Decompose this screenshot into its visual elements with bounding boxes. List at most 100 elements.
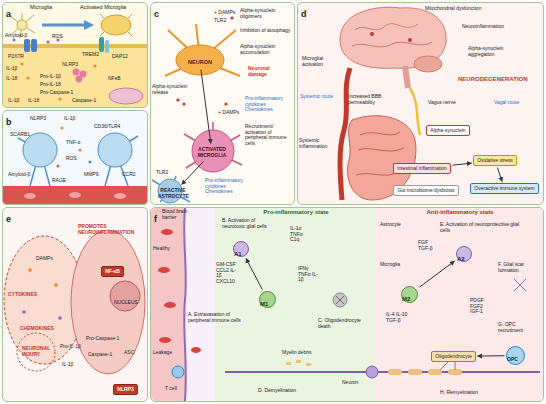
astrocyte-vessel-drawing (89, 161, 92, 164)
blood-brain-barrier-drawing (225, 371, 366, 373)
astrocyte-vessel-drawing (2, 127, 148, 206)
cell-membrane-drawing (2, 44, 148, 48)
annotation-label: IL-1α TNFα C1q (290, 226, 310, 243)
annotation-label: PDGF FGF2 IGF-1 (470, 298, 494, 315)
panel-ground (150, 207, 544, 402)
gut-brain-axis-drawing (352, 24, 432, 47)
cell-injury-drawing (110, 281, 140, 311)
connector-arrow (453, 163, 472, 165)
blood-brain-barrier-drawing (164, 302, 176, 308)
annotation-label: NLRP3 (62, 62, 78, 68)
annotation-label: D. Demyelination (258, 388, 296, 394)
annotation-label: Amyloid-β (8, 172, 30, 178)
annotation-label: Inhibition of autophagy (240, 28, 292, 34)
cell-injury-drawing (17, 333, 55, 371)
cell-injury-drawing (22, 310, 26, 314)
gut-brain-axis-drawing (370, 32, 374, 36)
annotation-label: CCR2 (122, 172, 136, 178)
annotation-label: Astrocyte (380, 222, 401, 228)
region-heading: Anti-inflammatory state (376, 209, 544, 216)
cell-injury-drawing (54, 283, 58, 287)
annotation-label: IL-4 IL-10 TGF-β (386, 312, 408, 323)
cell-membrane-drawing (27, 77, 30, 80)
annotation-label: ASC (124, 350, 134, 356)
annotation-label: SCARB1 (10, 132, 30, 138)
cell-injury-drawing (58, 316, 62, 320)
glial-cell: A2 (456, 246, 472, 262)
annotation-label: FGF TGF-β (418, 240, 440, 251)
cell-label: REACTIVE ASTROCYTE (156, 186, 190, 201)
annotation-label: G. OPC recruitment (498, 322, 540, 333)
cell-membrane-drawing (105, 40, 109, 53)
annotation-label: Vagus nerve (428, 100, 456, 106)
neuron-glia-drawing (165, 24, 240, 76)
microglia-activation-drawing (84, 20, 94, 30)
cell-membrane-drawing (73, 69, 80, 76)
annotation-label: Myelin debris (282, 350, 311, 356)
annotation-label: NUCLEUS (114, 300, 138, 306)
astrocyte-vessel-drawing (23, 133, 57, 167)
process-box: Gut microbiome dysbiosis (393, 185, 459, 196)
annotation-label: Neuronal damage (248, 66, 288, 77)
cell-membrane-drawing (109, 88, 143, 104)
annotation-label: Neuroinflammation (462, 24, 504, 30)
annotation-label: DAP12 (112, 54, 128, 60)
cell-membrane-drawing (31, 39, 37, 52)
annotation-label: C. Oligodendrocyte death (318, 318, 362, 329)
annotation-label: Healthy (153, 246, 170, 252)
node-text: NEURON (188, 59, 212, 65)
cell-membrane-drawing (47, 41, 50, 44)
factor-box: NLRP3 (113, 384, 138, 395)
node-text: Gut microbiome dysbiosis (397, 188, 454, 194)
cell-membrane-drawing (13, 39, 16, 42)
annotation-label: GM-CSF CCL2 IL-1β CXCL10 (216, 262, 238, 284)
gut-brain-axis-drawing (405, 66, 408, 88)
neuron-glia-drawing (176, 98, 179, 101)
panel-ground (150, 2, 295, 205)
annotation-label: IL-18 (28, 98, 39, 104)
panel-letter: c (154, 10, 159, 19)
neuron-glia-drawing (224, 102, 227, 105)
cell-membrane-drawing (76, 76, 83, 83)
node-text: NLRP3 (117, 387, 133, 393)
blood-brain-barrier-drawing (151, 208, 185, 401)
panel-frame: fPro-inflammatory stateA1M1Anti-inflamma… (150, 207, 544, 402)
cell-membrane-drawing (24, 39, 30, 52)
annotation-label: Microglial activation (302, 56, 338, 67)
node-text: REACTIVE ASTROCYTE (158, 188, 188, 199)
blood-brain-barrier-drawing (296, 360, 301, 363)
annotation-label: TLR2 (156, 170, 168, 176)
annotation-label: T cell (165, 386, 177, 392)
microglia-activation-drawing (101, 15, 131, 35)
process-box: Intestinal inflammation (393, 163, 451, 174)
annotation-label: Microglia (380, 262, 400, 268)
annotation-label: RAGE (52, 178, 66, 184)
cell-membrane-drawing (59, 98, 62, 101)
annotation-label: IL-1β (6, 66, 18, 72)
blood-brain-barrier-drawing (388, 369, 402, 375)
panel-letter: e (6, 215, 11, 224)
neuron-glia-drawing (176, 45, 224, 75)
annotation-label: CD36/TLR4 (94, 124, 120, 130)
annotation-label: Pro-Caspase 1 (40, 90, 73, 96)
annotation-label: Alpha-synuclein aggregation (468, 46, 528, 57)
panel-letter: a (6, 10, 11, 19)
astrocyte-vessel-drawing (69, 192, 81, 198)
neuron-glia-drawing (152, 176, 190, 202)
node-text: A2 (457, 256, 465, 263)
connector-arrow (201, 70, 211, 144)
astrocyte-vessel-drawing (57, 165, 60, 168)
connector-arrow (246, 259, 262, 290)
node-text: NF-κB (105, 269, 120, 275)
glial-cell: A1 (233, 241, 249, 257)
blood-brain-barrier-drawing (158, 267, 170, 273)
microglia-activation-drawing (10, 13, 132, 38)
annotation-label: NEURODEGENERATION (458, 76, 528, 83)
annotation-label: Mitochondrial dysfunction (425, 6, 485, 12)
cell-membrane-drawing (99, 37, 104, 52)
cell-membrane-drawing (94, 65, 97, 68)
cell-membrane-drawing (2, 46, 148, 108)
